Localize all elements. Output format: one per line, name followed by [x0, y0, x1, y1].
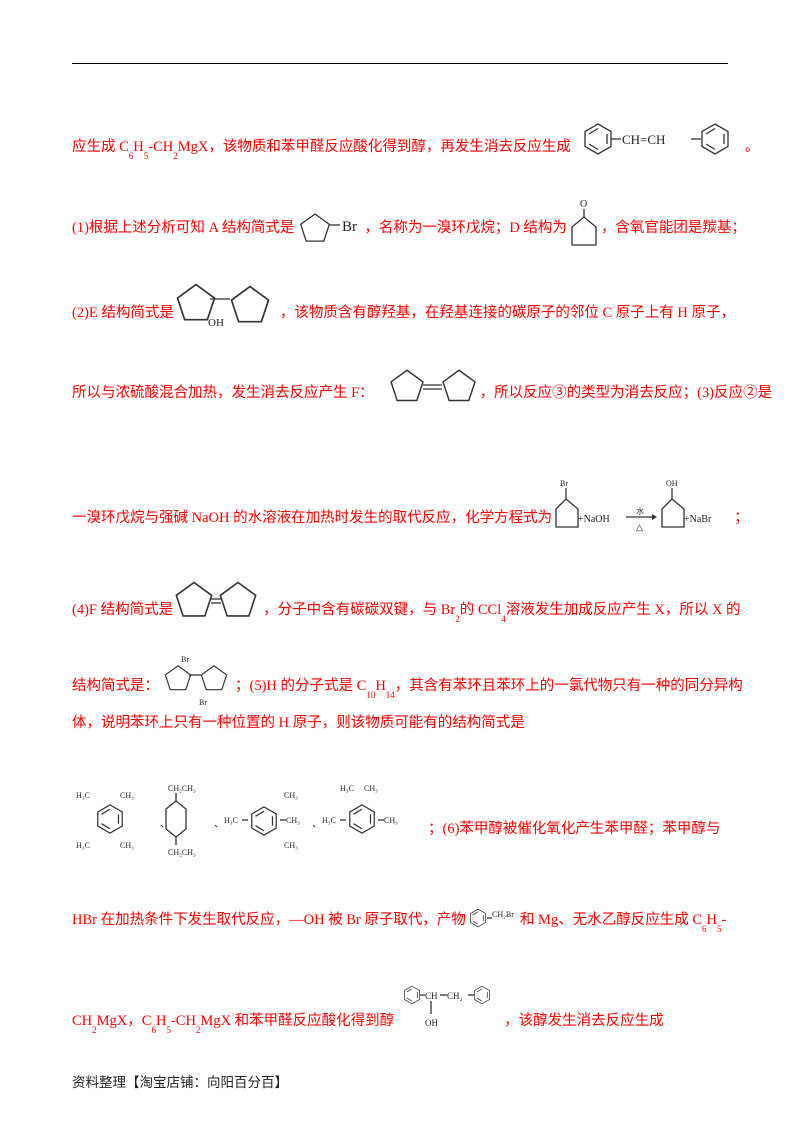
- text: 和 Mg、无水乙醇反应生成 C: [519, 912, 702, 928]
- svg-text:、: 、: [312, 819, 322, 830]
- svg-text:O: O: [580, 199, 587, 210]
- text: MgX 和苯甲醛反应酸化得到醇: [200, 1013, 395, 1029]
- svg-text:Br: Br: [342, 219, 357, 235]
- paragraph-line-9-text: ；(6)苯甲醇被催化氧化产生苯甲醛；苯甲醇与: [428, 820, 720, 838]
- text: 溶液发生加成反应产生 X，所以 X 的: [505, 602, 741, 618]
- header-rule: [72, 63, 728, 64]
- paragraph-line-8: 体，说明苯环上只有一种位置的 H 原子，则该物质可能有的结构简式是: [72, 714, 525, 732]
- svg-text:H₃C: H₃C: [76, 841, 90, 850]
- paragraph-line-3: (2)E 结构简式是 OH ，该物质含有醇羟基，在羟基连接的碳原子的邻位 C 原…: [72, 282, 736, 329]
- text: -CH: [170, 1013, 196, 1029]
- svg-text:CH₂Br: CH₂Br: [492, 910, 514, 919]
- svg-text:CH₃: CH₃: [384, 816, 398, 825]
- text: CH: [72, 1013, 93, 1029]
- svg-text:CH₂CH₃: CH₂CH₃: [168, 848, 196, 857]
- svg-text:、: 、: [160, 819, 170, 830]
- text: 结构简式是：: [72, 678, 159, 694]
- text: H: [133, 139, 144, 155]
- paragraph-line-9: H₃C CH₃ H₃C CH₃ 、 CH₂CH₃ CH₂CH₃ 、 H₃C CH₃ C…: [72, 779, 424, 859]
- svg-text:CH=CH: CH=CH: [622, 132, 665, 147]
- paragraph-line-10: HBr 在加热条件下发生取代反应，—OH 被 Br 原子取代，产物 CH₂Br …: [72, 905, 727, 934]
- bromocyclopentane-structure: Br: [300, 213, 357, 242]
- text: ；(6)苯甲醇被催化氧化产生苯甲醛；苯甲醇与: [428, 821, 721, 837]
- svg-text:CH₃: CH₃: [286, 816, 300, 825]
- text: ；(5)H 的分子式是 C: [235, 678, 367, 694]
- svg-text:Br: Br: [560, 479, 568, 488]
- svg-text:Br: Br: [181, 655, 189, 664]
- svg-text:OH: OH: [666, 479, 678, 488]
- text: HBr 在加热条件下发生取代反应，—OH 被 Br 原子取代，产物: [72, 912, 466, 928]
- svg-text:△: △: [636, 522, 643, 532]
- tetramethyl-isomer-2: H₃C CH₃ H₃C CH₃: [322, 784, 398, 834]
- svg-text:CH₃: CH₃: [120, 791, 134, 800]
- alcohol-structure: CH CH₂ OH: [404, 985, 491, 1028]
- footer-note: 资料整理【淘宝店铺：向阳百分百】: [72, 1075, 288, 1090]
- svg-text:H₃C: H₃C: [76, 791, 90, 800]
- svg-text:+NaBr: +NaBr: [684, 514, 712, 525]
- isomer-structures: H₃C CH₃ H₃C CH₃ 、 CH₂CH₃ CH₂CH₃ 、 H₃C CH₃ C…: [76, 784, 398, 857]
- text: 应生成 C: [72, 139, 129, 155]
- mesitylene-ethyl-isomer: H₃C CH₃ CH₃ CH₃: [224, 791, 300, 850]
- cyclopentanone-structure: O: [571, 199, 597, 246]
- svg-text:CH₂CH₃: CH₂CH₃: [168, 784, 196, 793]
- text: -: [721, 912, 727, 928]
- paragraph-line-5: 一溴环戊烷与强碱 NaOH 的水溶液在加热时发生的取代反应，化学方程式为 Br …: [72, 477, 749, 532]
- text: 所以与浓硫酸混合加热，发生消去反应产生 F：: [72, 385, 374, 401]
- svg-text:OH: OH: [208, 317, 224, 329]
- text: 一溴环戊烷与强碱 NaOH 的水溶液在加热时发生的取代反应，化学方程式为: [72, 510, 553, 526]
- text: MgX，C: [96, 1013, 152, 1029]
- text: ，该物质含有醇羟基，在羟基连接的碳原子的邻位 C 原子上有 H 原子，: [279, 305, 736, 321]
- text: ，分子中含有碳碳双键，与 Br: [263, 602, 456, 618]
- compound-e-structure: OH: [176, 283, 270, 329]
- svg-text:+NaOH: +NaOH: [578, 514, 610, 525]
- text: 。: [744, 139, 760, 155]
- benzyl-bromide-structure: CH₂Br: [469, 908, 514, 928]
- compound-f-structure: [389, 369, 476, 402]
- svg-text:CH₃: CH₃: [364, 784, 378, 793]
- text: ，该醇发生消去反应生成: [504, 1013, 664, 1029]
- svg-text:OH: OH: [425, 1018, 438, 1028]
- stilbene-structure: CH=CH: [584, 123, 729, 155]
- svg-text:CH: CH: [425, 991, 438, 1001]
- text: (1)根据上述分析可知 A 结构简式是: [72, 220, 295, 236]
- svg-text:、: 、: [214, 819, 224, 830]
- text: H: [706, 912, 717, 928]
- text: ，其含有苯环且苯环上的一氯代物只有一种的同分异构: [394, 678, 743, 694]
- substitution-reaction-equation: Br +NaOH 水 △ OH +NaBr: [555, 479, 712, 532]
- diethylbenzene: CH₂CH₃ CH₂CH₃: [165, 784, 196, 857]
- text: ，含氧官能团是羰基；: [600, 220, 746, 236]
- svg-text:CH₂: CH₂: [447, 991, 463, 1001]
- svg-text:H₃C: H₃C: [322, 816, 336, 825]
- text: H: [375, 678, 386, 694]
- svg-text:Br: Br: [199, 698, 207, 707]
- text: ；: [734, 510, 749, 526]
- text: -CH: [148, 139, 174, 155]
- text: (2)E 结构简式是: [72, 305, 174, 321]
- tetramethylbenzene: H₃C CH₃ H₃C CH₃: [76, 791, 134, 850]
- text: ，名称为一溴环戊烷；D 结构为: [364, 220, 567, 236]
- compound-f-structure-large: [175, 581, 257, 617]
- paragraph-line-2: (1)根据上述分析可知 A 结构简式是 Br ，名称为一溴环戊烷；D 结构为 O…: [72, 197, 746, 246]
- paragraph-line-4: 所以与浓硫酸混合加热，发生消去反应产生 F： ，所以反应③的类型为消去反应；(3…: [72, 368, 772, 402]
- text: (4)F 结构简式是: [72, 602, 174, 618]
- svg-text:CH₃: CH₃: [284, 791, 298, 800]
- text: H: [155, 1013, 167, 1029]
- text: ，所以反应③的类型为消去反应；(3)反应②是: [479, 385, 773, 401]
- text: 的 CCl: [459, 602, 502, 618]
- text: 体，说明苯环上只有一种位置的 H 原子，则该物质可能有的结构简式是: [72, 715, 525, 731]
- svg-text:H₃C: H₃C: [340, 784, 354, 793]
- svg-text:水: 水: [636, 506, 644, 516]
- text: MgX，该物质和苯甲醛反应酸化得到醇，再发生消去反应生成: [177, 139, 571, 155]
- svg-text:H₃C: H₃C: [224, 816, 238, 825]
- svg-text:CH₃: CH₃: [120, 841, 134, 850]
- svg-text:CH₃: CH₃: [284, 841, 298, 850]
- compound-x-structure: Br Br: [164, 655, 228, 707]
